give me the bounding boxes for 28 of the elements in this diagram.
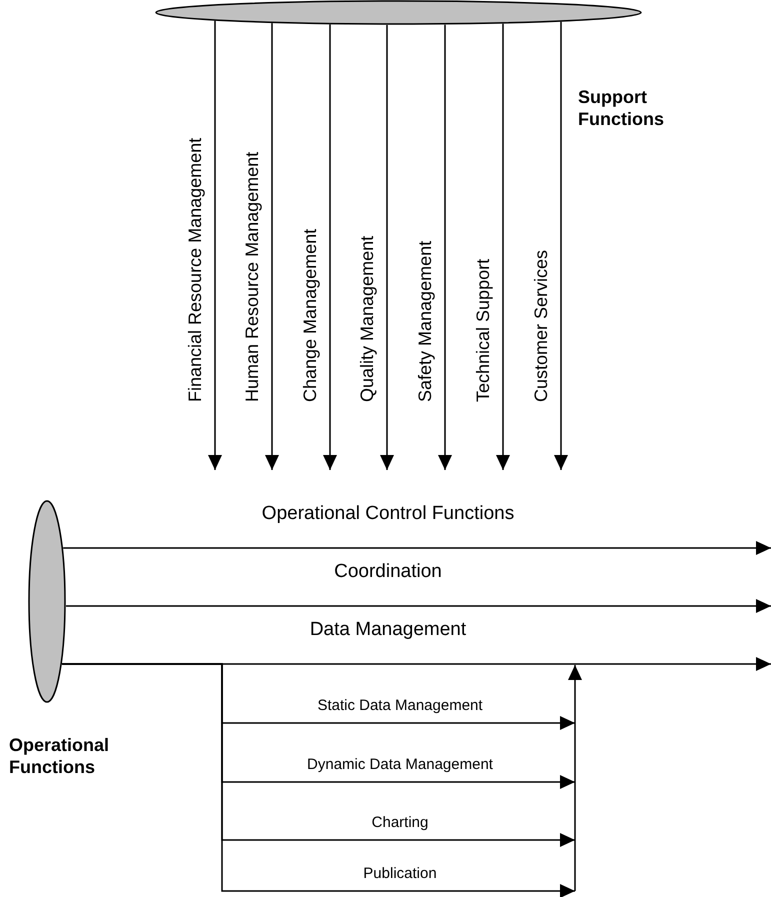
edge-label: Operational Control Functions [262, 503, 514, 524]
edge-label: Safety Management [415, 240, 435, 402]
edge-label: Dynamic Data Management [307, 756, 493, 773]
arrow [323, 24, 337, 470]
arrow [66, 599, 771, 613]
edge-label: Technical Support [473, 258, 493, 402]
arrow [208, 20, 222, 470]
arrow [438, 24, 452, 470]
edge-label: Charting [372, 814, 428, 831]
edge-label: Data Management [310, 619, 466, 640]
arrow [265, 23, 279, 470]
group-title: Support Functions [578, 86, 665, 130]
edge-label: Coordination [334, 561, 442, 582]
edge-label: Financial Resource Management [185, 138, 205, 402]
edge-label: Publication [363, 865, 437, 882]
edge-label: Quality Management [357, 236, 377, 402]
arrow [380, 24, 394, 470]
edge-label: Static Data Management [317, 697, 483, 714]
arrow [62, 663, 575, 897]
ellipse-shape [28, 500, 66, 703]
arrow [554, 22, 568, 470]
edge-label: Change Management [300, 228, 320, 402]
group-title: Operational Functions [9, 734, 110, 778]
edge-label: Customer Services [531, 250, 551, 402]
edge-label: Human Resource Management [242, 152, 262, 402]
arrow [496, 24, 510, 470]
ellipse-shape [155, 0, 642, 25]
arrow [63, 541, 771, 555]
